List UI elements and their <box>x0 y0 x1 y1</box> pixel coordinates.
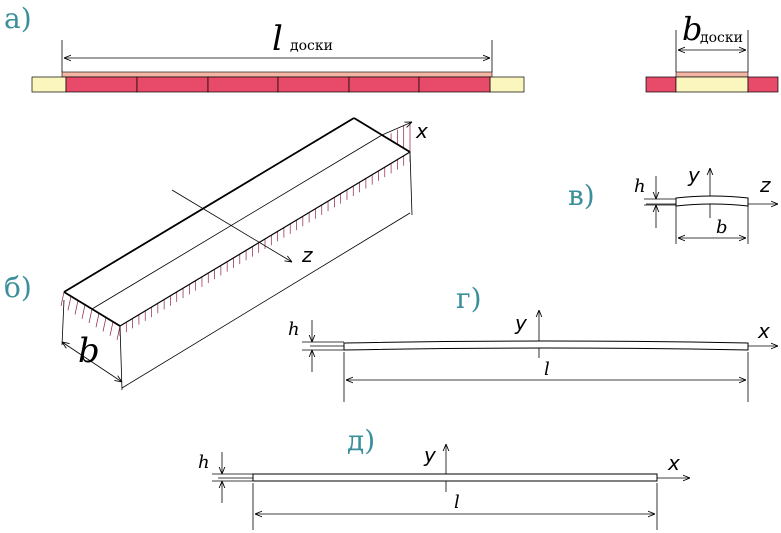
hatch-tick <box>81 304 86 319</box>
panel-a: а) l доски b доски <box>4 2 779 93</box>
panel-b: б) x z b <box>4 117 428 391</box>
section-plate <box>675 195 749 207</box>
h-symbol: h <box>288 319 300 340</box>
section-red-right <box>747 76 779 93</box>
axis-y-label: y <box>423 443 437 467</box>
beam-profile <box>343 340 749 351</box>
b-symbol: b <box>716 217 728 238</box>
panel-a-label: а) <box>4 2 32 35</box>
axis-x-label: x <box>415 119 428 143</box>
length-dimension-line <box>121 212 411 389</box>
h-symbol: h <box>198 452 210 473</box>
hatch-tick <box>67 296 72 311</box>
l-symbol: l <box>544 359 550 380</box>
panel-d: д) y x h l <box>198 424 690 530</box>
axis-z-arrow <box>171 189 292 262</box>
board-length-symbol: l <box>272 19 283 59</box>
flat-plate <box>252 473 658 482</box>
plate-centerline <box>91 134 383 310</box>
width-dimension-line <box>62 342 122 382</box>
panel-g-label: г) <box>456 282 482 315</box>
section-yellow-block <box>675 76 749 93</box>
l-symbol: l <box>454 492 460 513</box>
panel-b-label: б) <box>4 271 32 304</box>
hatch-tick <box>95 313 100 328</box>
board-length-subscript: доски <box>290 38 333 54</box>
support-block-left <box>31 76 67 93</box>
board <box>61 71 493 78</box>
hatch-tick <box>109 321 114 336</box>
plate-back-edge <box>63 117 355 293</box>
plate-front-edge <box>119 151 411 327</box>
panel-v-label: в) <box>568 179 595 212</box>
hatch-tick <box>88 308 93 324</box>
axis-z-label: z <box>301 243 313 267</box>
board-section <box>675 71 749 78</box>
board-width-subscript: доски <box>700 30 743 46</box>
hatch-tick <box>74 300 79 315</box>
axis-x-label: x <box>757 319 770 343</box>
axis-z-label: z <box>759 173 771 197</box>
panel-g: г) y x h l <box>288 282 778 402</box>
dim-ext-width <box>61 299 65 346</box>
axis-x-label: x <box>667 451 680 475</box>
board-width-symbol: b <box>682 10 702 48</box>
panel-v: в) y z h b <box>568 163 778 244</box>
support-block-right <box>489 76 525 93</box>
dim-ext-right <box>409 151 413 216</box>
panel-d-label: д) <box>347 424 375 457</box>
h-symbol: h <box>634 176 646 197</box>
width-symbol: b <box>78 331 100 371</box>
axis-y-label: y <box>514 311 528 335</box>
hatch-tick <box>116 325 121 341</box>
axis-x-arrow <box>381 122 412 136</box>
section-red-left <box>645 76 677 93</box>
hatch-tick <box>60 291 65 307</box>
red-blocks <box>65 76 491 93</box>
axis-y-label: y <box>687 163 701 187</box>
hatch-tick <box>102 317 107 332</box>
